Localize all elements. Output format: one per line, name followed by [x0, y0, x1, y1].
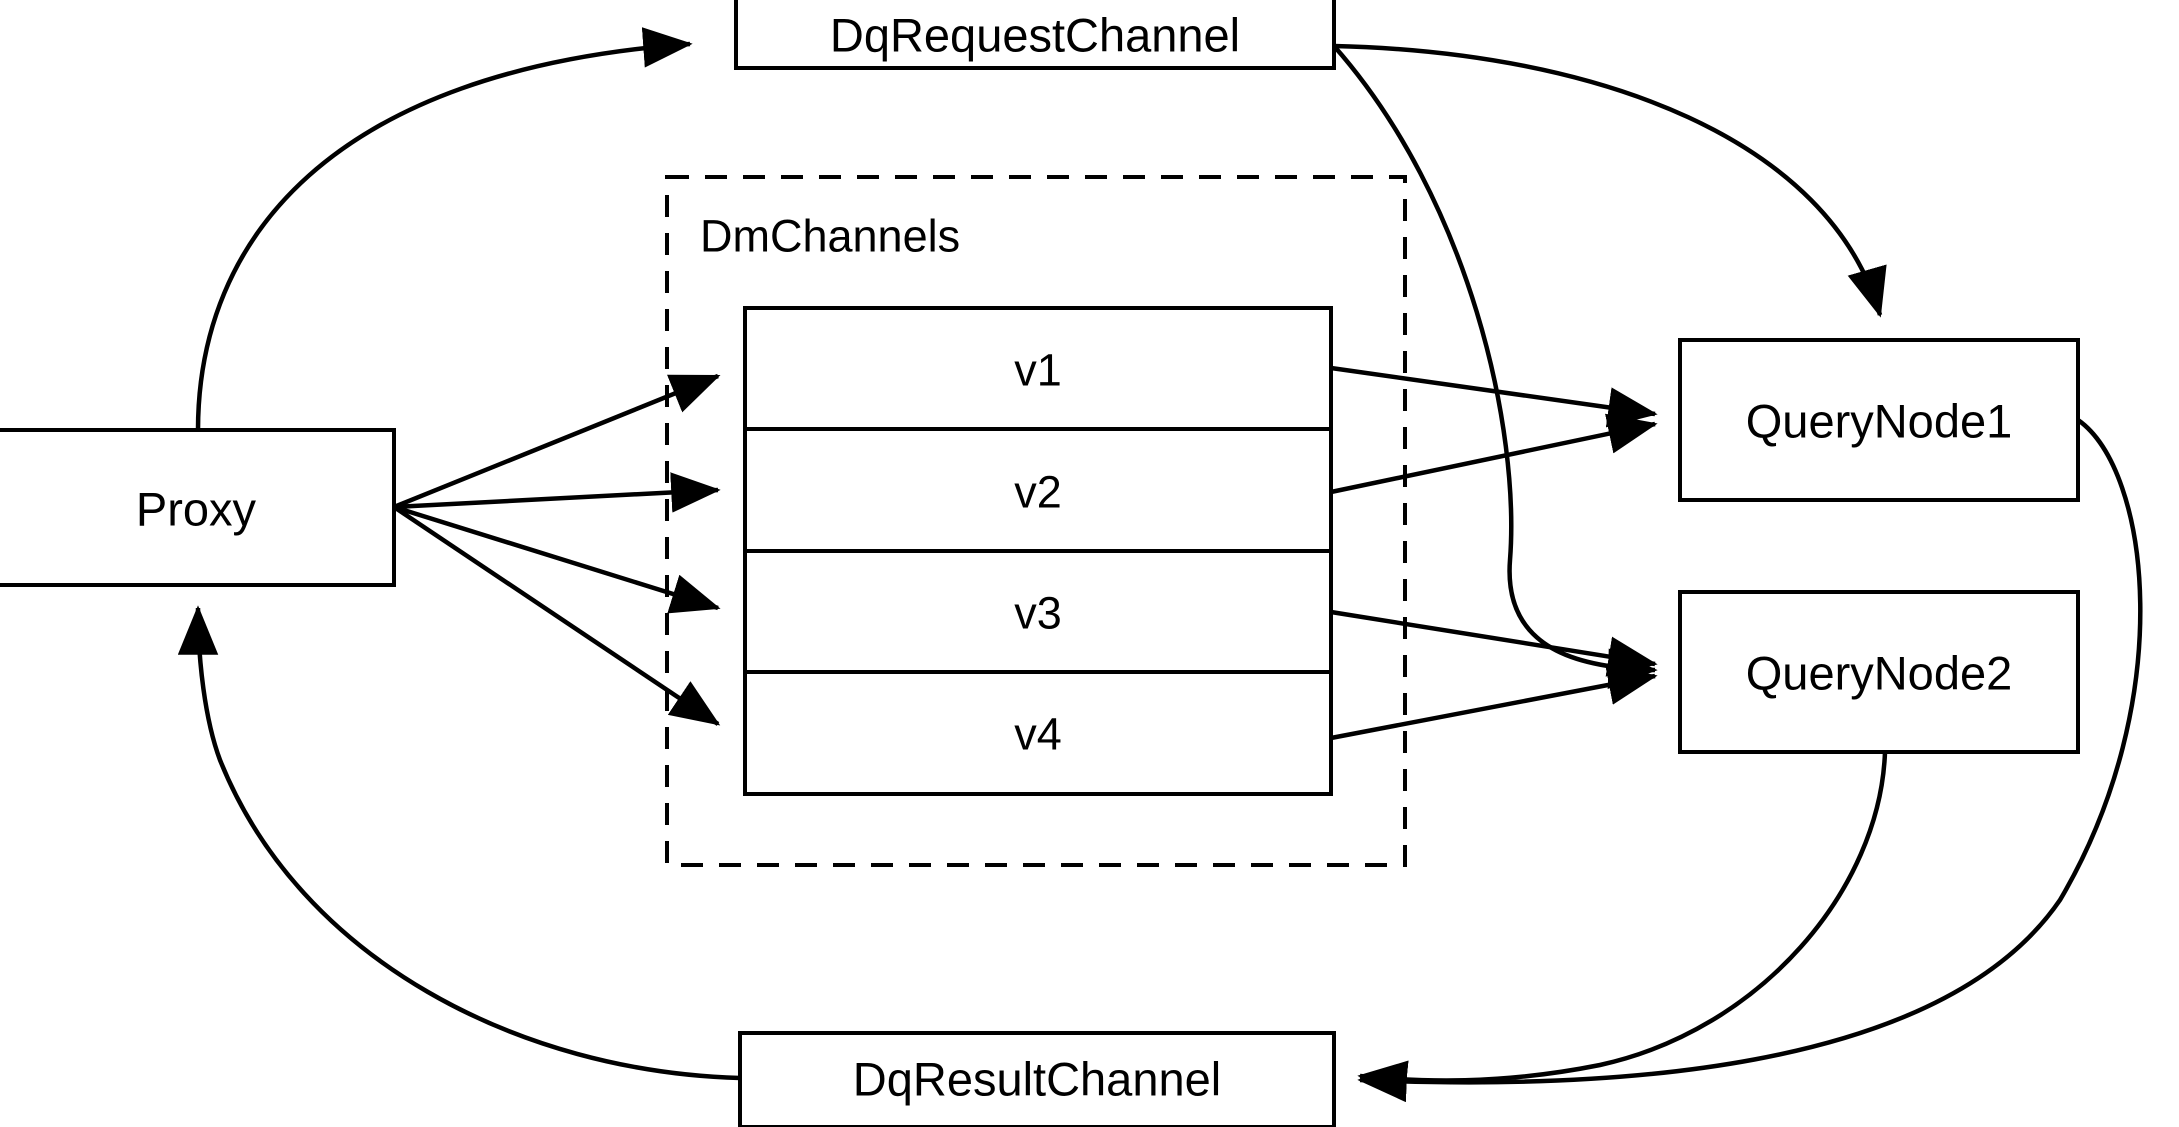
node-query-node-2[interactable] — [1678, 590, 2080, 754]
dm-channels-group-box — [665, 175, 1407, 867]
edge-proxy-to-v2 — [393, 472, 721, 513]
node-query-node-1-label: QueryNode1 — [1746, 395, 2013, 448]
channel-row-v1[interactable]: v1 — [1014, 345, 1062, 396]
edge-proxy-to-dq-request-channel — [195, 27, 693, 431]
dm-channels-group-label: DmChannels — [700, 211, 960, 262]
edge-proxy-to-v3 — [393, 504, 721, 614]
edge-v2-to-query-node-1 — [1330, 413, 1658, 495]
node-query-node-2-label: QueryNode2 — [1746, 647, 2013, 700]
edge-v3-to-query-node-2 — [1330, 609, 1658, 677]
edge-v1-to-query-node-1 — [1330, 365, 1658, 428]
channel-row-v3[interactable]: v3 — [1014, 588, 1062, 639]
node-dq-result-channel-label: DqResultChannel — [853, 1053, 1221, 1106]
edge-proxy-to-v4 — [392, 505, 721, 726]
channel-row-v2[interactable]: v2 — [1014, 467, 1062, 518]
node-dq-request-channel-label: DqRequestChannel — [830, 9, 1240, 62]
edge-query-node-1-to-dq-result-channel — [1357, 418, 2143, 1103]
node-dq-request-channel[interactable] — [734, 0, 1336, 70]
node-query-node-1[interactable] — [1678, 338, 2080, 502]
edge-dq-request-channel-to-query-node-2 — [1332, 44, 1658, 689]
node-dq-result-channel[interactable] — [738, 1031, 1336, 1127]
edge-proxy-to-v1 — [393, 373, 721, 510]
edge-query-node-2-to-dq-result-channel — [1357, 751, 1888, 1101]
node-proxy-label: Proxy — [136, 483, 257, 536]
edge-dq-result-channel-to-proxy — [177, 605, 741, 1081]
node-proxy[interactable] — [0, 428, 396, 587]
channel-row-v4[interactable]: v4 — [1014, 709, 1062, 760]
edge-v4-to-query-node-2 — [1330, 664, 1658, 741]
edge-dq-request-channel-to-query-node-1 — [1333, 43, 1887, 318]
